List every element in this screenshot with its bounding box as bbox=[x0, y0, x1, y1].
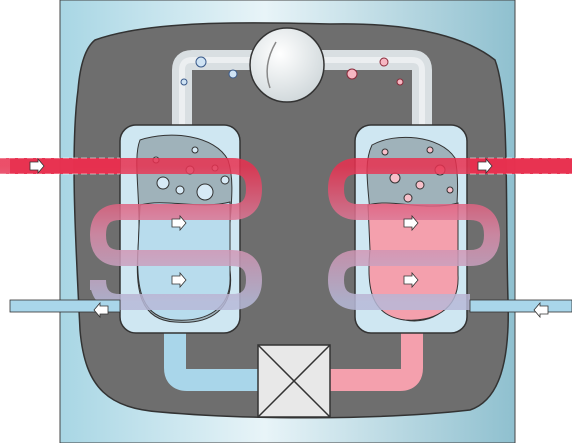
arrow-right-icon bbox=[29, 157, 45, 175]
hot-vapour-bubbles bbox=[346, 57, 404, 86]
arrow-right-icon bbox=[171, 214, 187, 232]
arrow-right-icon bbox=[477, 157, 493, 175]
source-inlet-pipe bbox=[10, 158, 120, 174]
expansion-valve bbox=[257, 344, 331, 418]
liquid-pipe-hot bbox=[330, 330, 423, 391]
arrow-left-icon bbox=[533, 301, 549, 319]
evaporator-coil bbox=[0, 158, 263, 310]
compressor bbox=[249, 27, 325, 103]
sink-outlet-pipe bbox=[470, 158, 572, 174]
liquid-pipe-cold bbox=[164, 330, 262, 391]
arrow-left-icon bbox=[93, 301, 109, 319]
arrow-right-icon bbox=[403, 214, 419, 232]
flow-arrows bbox=[29, 157, 549, 319]
source-outlet-pipe bbox=[9, 299, 121, 313]
condenser-coil bbox=[327, 158, 572, 310]
arrow-right-icon bbox=[171, 271, 187, 289]
cold-vapour-bubbles bbox=[180, 56, 238, 86]
arrow-right-icon bbox=[403, 271, 419, 289]
compressor-highlight bbox=[266, 41, 277, 89]
sink-inlet-pipe bbox=[469, 299, 572, 313]
